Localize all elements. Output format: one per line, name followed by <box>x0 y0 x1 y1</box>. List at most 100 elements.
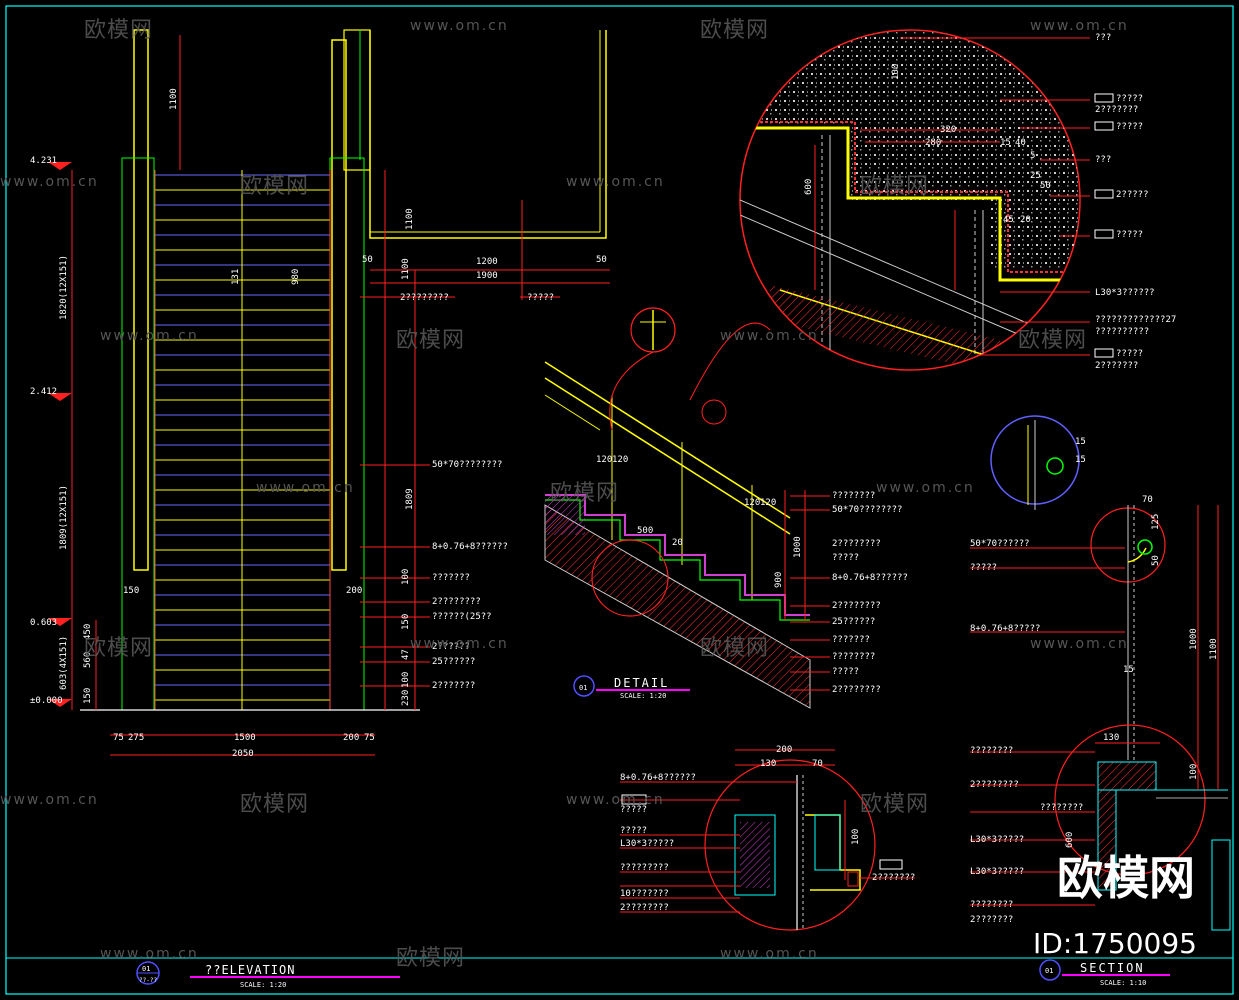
right-dim-12: 100 <box>401 672 411 688</box>
detail-note-9: 2???????? <box>832 685 881 695</box>
elev-note-10: 2??????? <box>432 681 475 691</box>
section-note-2: ????? <box>970 563 997 573</box>
baluster-note-7: 2???????? <box>620 903 669 913</box>
baluster-detail-drawing <box>620 749 915 931</box>
watermark-url: www.om.cn <box>0 174 99 190</box>
top-dim-4: 980 <box>291 269 301 285</box>
baluster-note-2: ????? <box>620 805 647 815</box>
sheet-border <box>5 5 1234 995</box>
baluster-note-6: 10??????? <box>620 889 669 899</box>
watermark-logo: 欧模网 <box>860 792 930 817</box>
section-scale: SCALE: 1:10 <box>1100 979 1146 987</box>
zoom-note-1: ??? <box>1095 33 1111 43</box>
detail-note-2: 50*70???????? <box>832 505 902 515</box>
detail-note-11: ????? <box>832 553 859 563</box>
brand-logo: 欧模网 <box>1057 851 1195 905</box>
baluster-note-3: ????? <box>620 826 647 836</box>
elev-note-3: 50*70???????? <box>432 460 502 470</box>
zoom-dim-1: 100 <box>891 64 901 80</box>
zoom-note-2: ????? <box>1116 94 1143 104</box>
right-dim-9: 47 <box>401 649 411 660</box>
watermark-logo: 欧模网 <box>396 946 466 971</box>
watermark-url: www.om.cn <box>720 328 819 344</box>
right-dim-13: 230 <box>401 690 411 706</box>
zoom-note-11: ????? <box>1116 349 1143 359</box>
elevation-mark: 01 <box>142 965 150 973</box>
detail-note-6: ??????? <box>832 635 870 645</box>
zoom-dim-8: 600 <box>804 179 814 195</box>
level-2: 2.412 <box>30 387 57 397</box>
section-note-1: 50*70?????? <box>970 539 1030 549</box>
brand-id: ID:1750095 <box>1033 927 1197 960</box>
watermark-url: www.om.cn <box>100 946 199 962</box>
level-4: ±0.000 <box>30 696 63 706</box>
left-dim-3: 450 <box>83 624 93 640</box>
baluster-note-1: 8+0.76+8?????? <box>620 773 696 783</box>
detail-dim-8: 500 <box>637 526 653 536</box>
right-dim-8: 200 <box>346 586 362 596</box>
watermark-logo: 欧模网 <box>240 792 310 817</box>
watermark-url: www.om.cn <box>876 480 975 496</box>
elev-note-1: 2???????? <box>400 293 449 303</box>
detail-note-5: 25?????? <box>832 617 875 627</box>
elevation-scale: SCALE: 1:20 <box>240 981 286 989</box>
watermark-logo: 欧模网 <box>84 18 154 43</box>
detail-dim-1: 120 <box>596 455 612 465</box>
zoom-dim-10: 20 <box>1020 215 1031 225</box>
section-note-8: L30*3????? <box>970 867 1024 877</box>
detail-mark: 01 <box>579 684 587 692</box>
section-dim-2: 125 <box>1151 514 1161 530</box>
watermark-logo: 欧模网 <box>700 18 770 43</box>
baluster-note-8: 2??????? <box>872 873 915 883</box>
section-dim-3: 15 <box>1123 665 1134 675</box>
bottom-dim-4: 200 <box>343 733 359 743</box>
level-3: 0.603 <box>30 618 57 628</box>
top-dim-1: 1100 <box>169 88 179 110</box>
bottom-dim-2: 275 <box>128 733 144 743</box>
right-dim-11: 150 <box>123 586 139 596</box>
bottom-dim-6: 2050 <box>232 749 254 759</box>
zoom-dim-6: 5 <box>1030 151 1035 161</box>
watermark-url: www.om.cn <box>566 174 665 190</box>
zoom-note-10: ?????????? <box>1095 327 1149 337</box>
zoom-dim-9: 45 <box>1003 215 1014 225</box>
right-dim-1: 1100 <box>405 208 415 230</box>
top-dim-3: 131 <box>231 269 241 285</box>
zoom-dim-7: 25 <box>1030 171 1041 181</box>
detail-note-1: ???????? <box>832 491 875 501</box>
elev-note-4: 8+0.76+8?????? <box>432 542 508 552</box>
section-note-6: ???????? <box>1040 803 1083 813</box>
watermark-logo: 欧模网 <box>240 174 310 199</box>
elev-note-6: 2???????? <box>432 597 481 607</box>
section-dim-7: 130 <box>1103 733 1119 743</box>
section-dim-5: 1000 <box>1189 628 1199 650</box>
zoom-detail-drawing <box>739 29 1114 371</box>
detail-dim-6: 1000 <box>793 536 803 558</box>
watermark-logo: 欧模网 <box>550 481 620 506</box>
section-title: SECTION <box>1080 961 1145 975</box>
baluster-dim-4: 100 <box>851 829 861 845</box>
section-note-4: ???????? <box>970 746 1013 756</box>
watermark-logo: 欧模网 <box>700 636 770 661</box>
zoom-dim-4: 15 <box>1000 138 1011 148</box>
detail-scale: SCALE: 1:20 <box>620 692 666 700</box>
bottom-dim-3: 1500 <box>234 733 256 743</box>
detail-dim-4: 120 <box>760 498 776 508</box>
watermark-url: www.om.cn <box>410 636 509 652</box>
watermark-logo: 欧模网 <box>860 174 930 199</box>
baluster-note-5: ????????? <box>620 863 669 873</box>
left-dim-2: 1809(12X151) <box>59 485 69 550</box>
watermark-url: www.om.cn <box>0 792 99 808</box>
section-dim-1: 70 <box>1142 495 1153 505</box>
zoom-note-12: 2??????? <box>1095 361 1138 371</box>
section-note-9: ???????? <box>970 900 1013 910</box>
elevation-sheet: ??-?? <box>139 977 157 984</box>
elev-note-7: ??????(25?? <box>432 612 492 622</box>
zoom-note-7: ????? <box>1116 230 1143 240</box>
watermark-url: www.om.cn <box>100 328 199 344</box>
right-dim-3: 50 <box>362 255 373 265</box>
section-dim-10: 15 <box>1075 455 1086 465</box>
watermark-url: www.om.cn <box>720 946 819 962</box>
elev-note-5: ??????? <box>432 573 470 583</box>
section-dim-9: 600 <box>1065 832 1075 848</box>
